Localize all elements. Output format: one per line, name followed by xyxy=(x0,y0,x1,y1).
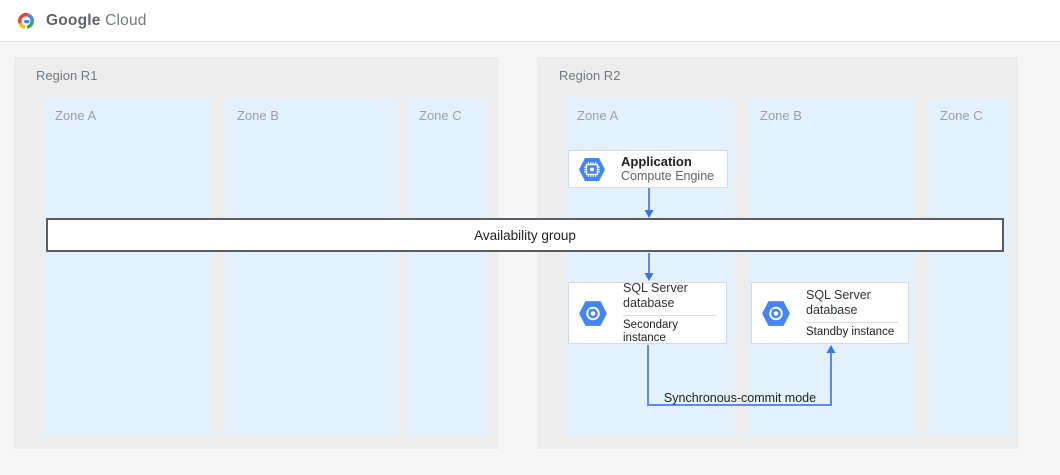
region-r2-zone-b: Zone B xyxy=(748,97,916,436)
compute-engine-icon xyxy=(578,157,606,182)
region-r2-zone-c: Zone C xyxy=(928,97,1009,436)
brand-title: Google Cloud xyxy=(46,12,147,30)
zone-label: Zone C xyxy=(419,108,462,123)
region-r2-label: Region R2 xyxy=(559,68,621,83)
region-r1-zone-b: Zone B xyxy=(225,97,397,436)
application-subtitle: Compute Engine xyxy=(621,169,715,183)
sql-standby-card: SQL Server database Standby instance xyxy=(751,282,909,344)
sql-secondary-text: SQL Server database Secondary instance xyxy=(623,281,717,345)
region-r1-zone-a: Zone A xyxy=(43,97,211,436)
google-cloud-logo-icon xyxy=(18,12,34,29)
sql-instance-label: Secondary instance xyxy=(623,319,678,344)
zone-label: Zone B xyxy=(237,108,279,123)
zone-label: Zone B xyxy=(760,108,802,123)
availability-group-label: Availability group xyxy=(474,227,576,243)
divider xyxy=(806,321,899,323)
sql-title-line1: SQL Server xyxy=(806,287,871,302)
region-r1: Region R1 Zone A Zone B Zone C xyxy=(14,57,499,449)
header-bar: Google Cloud xyxy=(0,0,1060,42)
zone-label: Zone A xyxy=(55,108,97,123)
application-card-text: Application Compute Engine xyxy=(621,154,718,184)
sql-server-database-icon xyxy=(761,300,791,327)
brand-google: Google xyxy=(46,11,101,29)
zone-label: Zone A xyxy=(577,108,619,123)
region-r1-zone-c: Zone C xyxy=(407,97,487,436)
sql-server-database-icon xyxy=(578,300,608,327)
region-r2-zone-a: Zone A xyxy=(565,97,733,436)
brand-cloud: Cloud xyxy=(105,11,147,29)
application-card: Application Compute Engine xyxy=(568,150,728,188)
sql-standby-text: SQL Server database Standby instance xyxy=(806,288,899,339)
zone-label: Zone C xyxy=(940,108,983,123)
availability-group-band: Availability group xyxy=(46,218,1004,252)
divider xyxy=(623,315,717,316)
sql-title-line1: SQL Server xyxy=(623,281,688,295)
sql-title-line2: database xyxy=(806,302,858,317)
sql-title-line2: database xyxy=(623,296,675,310)
region-r1-label: Region R1 xyxy=(36,68,98,83)
sql-instance-label: Standby instance xyxy=(806,325,895,338)
sql-secondary-card: SQL Server database Secondary instance xyxy=(568,281,727,345)
sync-commit-mode-label: Synchronous-commit mode xyxy=(663,391,817,405)
application-title: Application xyxy=(621,154,692,169)
